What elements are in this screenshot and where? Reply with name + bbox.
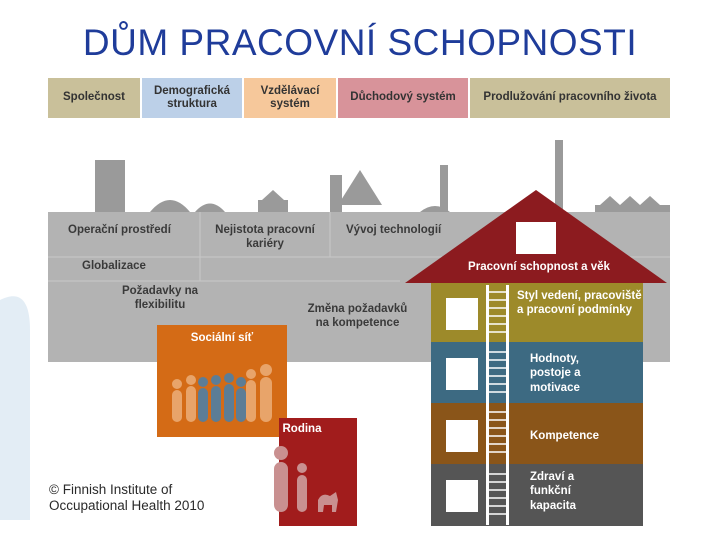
category-row: Společnost Demografická struktura Vzdělá… — [48, 78, 670, 118]
skyline-silhouette — [95, 140, 670, 220]
category-demograficka: Demografická struktura — [142, 78, 242, 118]
people-group — [172, 364, 272, 422]
category-vzdelavaci: Vzdělávací systém — [244, 78, 336, 118]
stair-steps — [486, 291, 509, 515]
label-roof: Pracovní schopnost a věk — [468, 261, 610, 273]
people-group-dark — [198, 373, 246, 422]
label-pozadavky: Požadavky na flexibilitu — [121, 285, 199, 311]
label-nejistota: Nejistota pracovní kariéry — [215, 224, 315, 250]
label-floor-health: Zdraví a funkční kapacita — [530, 471, 577, 512]
copyright-text: © Finnish Institute of Occupational Heal… — [49, 482, 205, 514]
label-floor-leadership: Styl vedení, pracoviště a pracovní podmí… — [517, 290, 642, 317]
label-operacni: Operační prostředí — [68, 224, 171, 236]
label-socialni-sit: Sociální síť — [190, 332, 254, 344]
label-zmena: Změna požadavků na kompetence — [307, 303, 408, 329]
label-floor-competence: Kompetence — [530, 430, 600, 442]
label-floor-values: Hodnoty, postoje a motivace — [530, 353, 581, 394]
family-figures — [274, 446, 338, 512]
category-spolecnost: Společnost — [48, 78, 140, 118]
page-title: DŮM PRACOVNÍ SCHOPNOSTI — [82, 22, 638, 63]
roof-window — [516, 222, 556, 254]
label-rodina: Rodina — [282, 423, 322, 435]
category-duchodovy: Důchodový systém — [338, 78, 468, 118]
house-windows — [446, 298, 478, 512]
category-prodluzovani: Prodlužování pracovního života — [470, 78, 670, 118]
decorative-shape — [0, 296, 30, 520]
staircase — [486, 285, 509, 525]
label-vyvoj: Vývoj technologií — [346, 224, 442, 236]
label-globalizace: Globalizace — [82, 260, 146, 272]
